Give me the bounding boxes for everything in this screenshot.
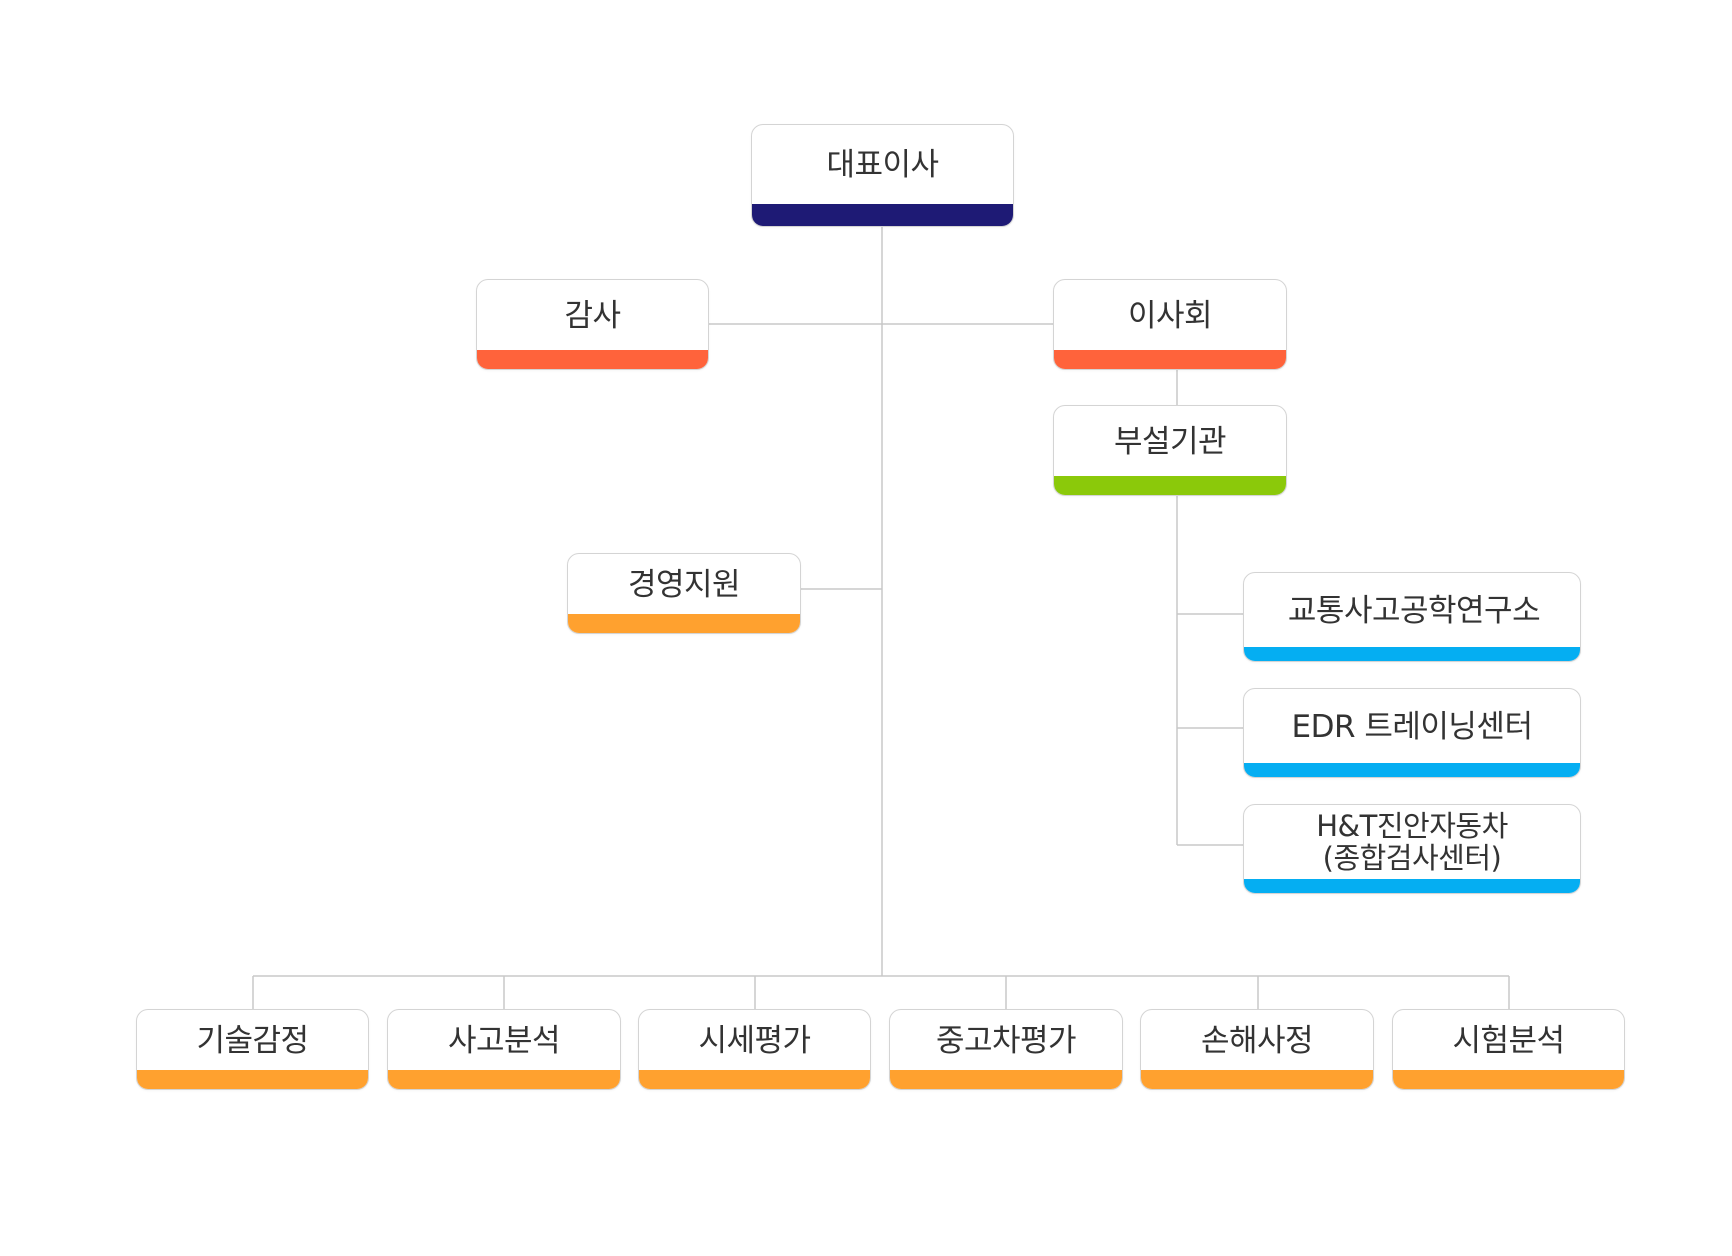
department-box: 기술감정 (136, 1009, 369, 1090)
affiliated-unit-box: 교통사고공학연구소 (1243, 572, 1581, 662)
management-support-color-bar (568, 614, 800, 633)
department-color-bar (1141, 1070, 1373, 1089)
board-box: 이사회 (1053, 279, 1287, 370)
department-label: 시험분석 (1452, 1022, 1565, 1059)
department-box: 중고차평가 (889, 1009, 1123, 1090)
ceo-box: 대표이사 (751, 124, 1014, 227)
department-color-bar (388, 1070, 620, 1089)
audit-color-bar (477, 350, 708, 369)
management-support-label: 경영지원 (627, 566, 741, 603)
department-label: 중고차평가 (935, 1022, 1077, 1059)
department-color-bar (137, 1070, 368, 1089)
department-box: 손해사정 (1140, 1009, 1374, 1090)
ceo-color-bar (752, 204, 1013, 226)
board-color-bar (1054, 350, 1286, 369)
affiliated-unit-color-bar (1244, 763, 1580, 777)
affiliated-box: 부설기관 (1053, 405, 1287, 496)
affiliated-unit-color-bar (1244, 879, 1580, 893)
affiliated-label: 부설기관 (1113, 423, 1227, 460)
affiliated-unit-color-bar (1244, 647, 1580, 661)
board-label: 이사회 (1127, 297, 1213, 334)
department-label: 사고분석 (447, 1022, 561, 1059)
department-color-bar (890, 1070, 1122, 1089)
department-color-bar (639, 1070, 870, 1089)
affiliated-unit-box: H&T진안자동차 (종합검사센터) (1243, 804, 1581, 894)
management-support-box: 경영지원 (567, 553, 801, 634)
affiliated-unit-box: EDR 트레이닝센터 (1243, 688, 1581, 778)
department-label: 손해사정 (1200, 1022, 1314, 1059)
ceo-label: 대표이사 (826, 147, 939, 184)
affiliated-color-bar (1054, 476, 1286, 495)
department-box: 시세평가 (638, 1009, 871, 1090)
affiliated-unit-label: H&T진안자동차 (종합검사센터) (1316, 809, 1508, 875)
audit-label: 감사 (564, 297, 621, 334)
department-label: 기술감정 (196, 1022, 309, 1059)
department-box: 사고분석 (387, 1009, 621, 1090)
department-label: 시세평가 (698, 1022, 811, 1059)
audit-box: 감사 (476, 279, 709, 370)
affiliated-unit-label: 교통사고공학연구소 (1287, 592, 1541, 629)
department-box: 시험분석 (1392, 1009, 1625, 1090)
affiliated-unit-label: EDR 트레이닝센터 (1291, 708, 1533, 745)
department-color-bar (1393, 1070, 1624, 1089)
